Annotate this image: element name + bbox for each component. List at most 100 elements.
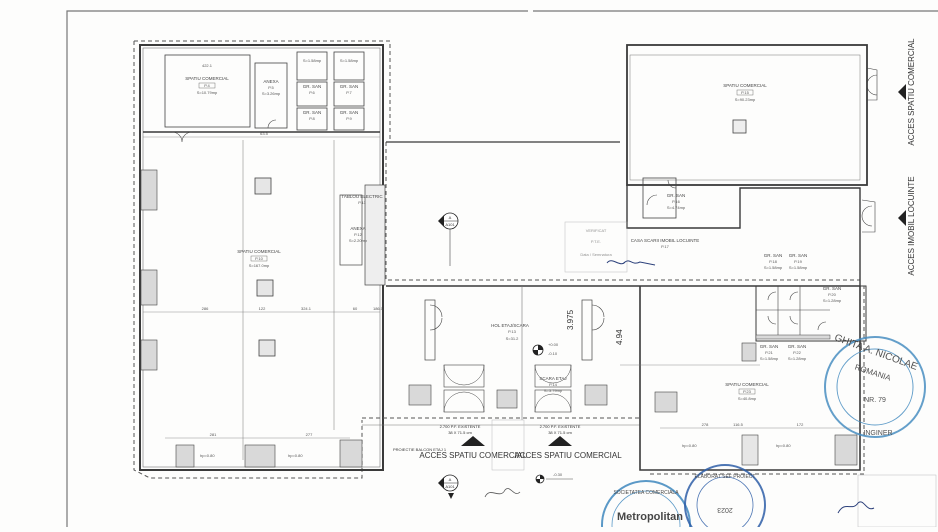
- room-code: P.22: [793, 350, 801, 355]
- verification-box: VERIFICAT P.T.E. Data / Semnatura: [564, 221, 628, 273]
- room-code: P.16: [672, 199, 680, 204]
- access-arrow-icon: [898, 210, 906, 226]
- door-note: 38 X 71.5 cm: [448, 430, 472, 435]
- room-label: SCARA ETAJ: [539, 376, 566, 381]
- middle-block: HOL ETAJ/SCARA P.13 S=31.2 SCARA ETAJ P.…: [362, 141, 860, 499]
- room-code: P.7: [346, 90, 352, 95]
- room-area: S=1.28mp: [788, 356, 807, 361]
- stamp-text: NR. 79: [864, 397, 886, 404]
- room-code: P.6: [309, 90, 315, 95]
- room-code: P.20: [828, 292, 836, 297]
- dimension-text: 277: [306, 432, 313, 437]
- room-label: SPATIU COMERCIAL: [723, 83, 767, 88]
- stamp-text: Data / Semnatura: [580, 252, 612, 257]
- vertical-dimension: 4.94: [615, 329, 624, 345]
- room-label: HOL ETAJ/SCARA: [491, 323, 529, 328]
- room-label: ANEXA: [350, 226, 365, 231]
- verification-box: [491, 419, 525, 471]
- room-code: P.14: [549, 382, 557, 387]
- company-brand: Metropolitan: [617, 511, 683, 523]
- sheet-frame-left: [66, 10, 528, 527]
- room-label: GR. SAN: [667, 193, 686, 198]
- room-code: P.19: [794, 259, 802, 264]
- room-label: ANEXA: [263, 79, 278, 84]
- vertical-dimension: 3.975: [566, 309, 575, 330]
- room-area: S=167.0mp: [249, 263, 270, 268]
- room-label: GR. SAN: [340, 110, 359, 115]
- room-code: P.9: [346, 116, 352, 121]
- stamp-text: INGINER: [863, 430, 892, 437]
- level-text: -0.30: [553, 472, 563, 477]
- section-letter: A: [449, 477, 452, 482]
- room-label: GR. SAN: [340, 84, 359, 89]
- room-code: P.12: [354, 232, 362, 237]
- dimension-text: 286: [202, 306, 209, 311]
- dimension-text: 422.1: [202, 63, 213, 68]
- lintel-note: hp=0.80: [776, 443, 791, 448]
- right-block: SPATIU COMERCIAL P.15 S=90.23mp GR. SAN …: [620, 38, 916, 475]
- signature: [837, 501, 875, 514]
- lintel-note: hp=0.80: [200, 453, 215, 458]
- room-area: S=3.26mp: [262, 91, 281, 96]
- room-area: S=31.2: [506, 336, 520, 341]
- signature: [606, 260, 656, 266]
- door-note: 2.700 P.F. EXISTENTE: [440, 424, 481, 429]
- room-label: GR. SAN: [789, 253, 808, 258]
- dimension-text: 186.1: [373, 306, 384, 311]
- access-label: ACCES IMOBIL LOCUINTE: [907, 176, 916, 275]
- access-label: ACCES SPATIU COMERCIAL: [514, 451, 622, 460]
- room-code: P.13: [508, 329, 516, 334]
- room-label: GR. SAN: [788, 344, 807, 349]
- room-label: GR. SAN: [764, 253, 783, 258]
- room-label: CASA SCARII IMOBIL LOCUINTE: [631, 238, 700, 243]
- room-label: SPATIU COMERCIAL: [185, 76, 229, 81]
- stamp-text: 2023: [717, 506, 733, 513]
- project-stamp: ELABORAT SEF PROIECT 2023: [684, 464, 766, 532]
- dimension-text: 60: [353, 306, 358, 311]
- room-label: SPATIU COMERCIAL: [237, 249, 281, 254]
- stamp-text: P.T.E.: [591, 239, 601, 244]
- room-code: P.21: [765, 350, 773, 355]
- stamp-text: ELABORAT SEF PROIECT: [695, 474, 756, 480]
- room-area: S=2.20mp: [349, 238, 368, 243]
- room-label: GR. SAN: [760, 344, 779, 349]
- room-area: S=4.74mp: [667, 205, 686, 210]
- stamp-text: SOCIETATEA COMERCIALA: [613, 490, 679, 496]
- balcony-note: PROIECTIE BALCON ETAJ 1: [393, 447, 447, 452]
- room-label: SPATIU COMERCIAL: [725, 382, 769, 387]
- door-note: 2.700 P.F. EXISTENTE: [540, 424, 581, 429]
- level-marker: -0.30: [535, 472, 573, 484]
- dimension-text: 63.5: [260, 131, 269, 136]
- room-code: P.17: [661, 244, 669, 249]
- room-label: TABLOU ELECTRIC: [341, 194, 383, 199]
- stamp-text: VERIFICAT: [586, 228, 607, 233]
- level-text: -0.10: [548, 351, 558, 356]
- room-code: P.8: [309, 116, 315, 121]
- access-label: ACCES SPATIU COMERCIAL: [419, 451, 527, 460]
- dimension-text: 324.1: [301, 306, 312, 311]
- door-note: 38 X 71.5 cm: [548, 430, 572, 435]
- room-code: P.18: [769, 259, 777, 264]
- room-area: S=1.28mp: [823, 298, 842, 303]
- section-sheet: A101: [445, 484, 455, 489]
- level-marker: +0.00 -0.10: [532, 342, 559, 356]
- section-marker-icon: A A101: [438, 474, 459, 499]
- room-code: P.5: [268, 85, 274, 90]
- access-arrow-icon: [548, 436, 572, 446]
- section-marker-icon: A A101: [438, 212, 459, 266]
- room-area: S=1.58mp: [303, 58, 322, 63]
- room-area: S=1.58mp: [764, 265, 783, 270]
- section-sheet: A101: [445, 222, 455, 227]
- dimension-text: 172: [797, 422, 804, 427]
- room-label: GR. SAN: [303, 84, 322, 89]
- room-code: P.15: [741, 90, 749, 95]
- section-letter: A: [449, 215, 452, 220]
- room-area: S=3.79mp: [544, 388, 563, 393]
- level-text: +0.00: [548, 342, 559, 347]
- room-code: P.11: [358, 200, 366, 205]
- lintel-note: hp=0.80: [288, 453, 303, 458]
- signature: [484, 488, 521, 498]
- room-label: GR. SAN: [303, 110, 322, 115]
